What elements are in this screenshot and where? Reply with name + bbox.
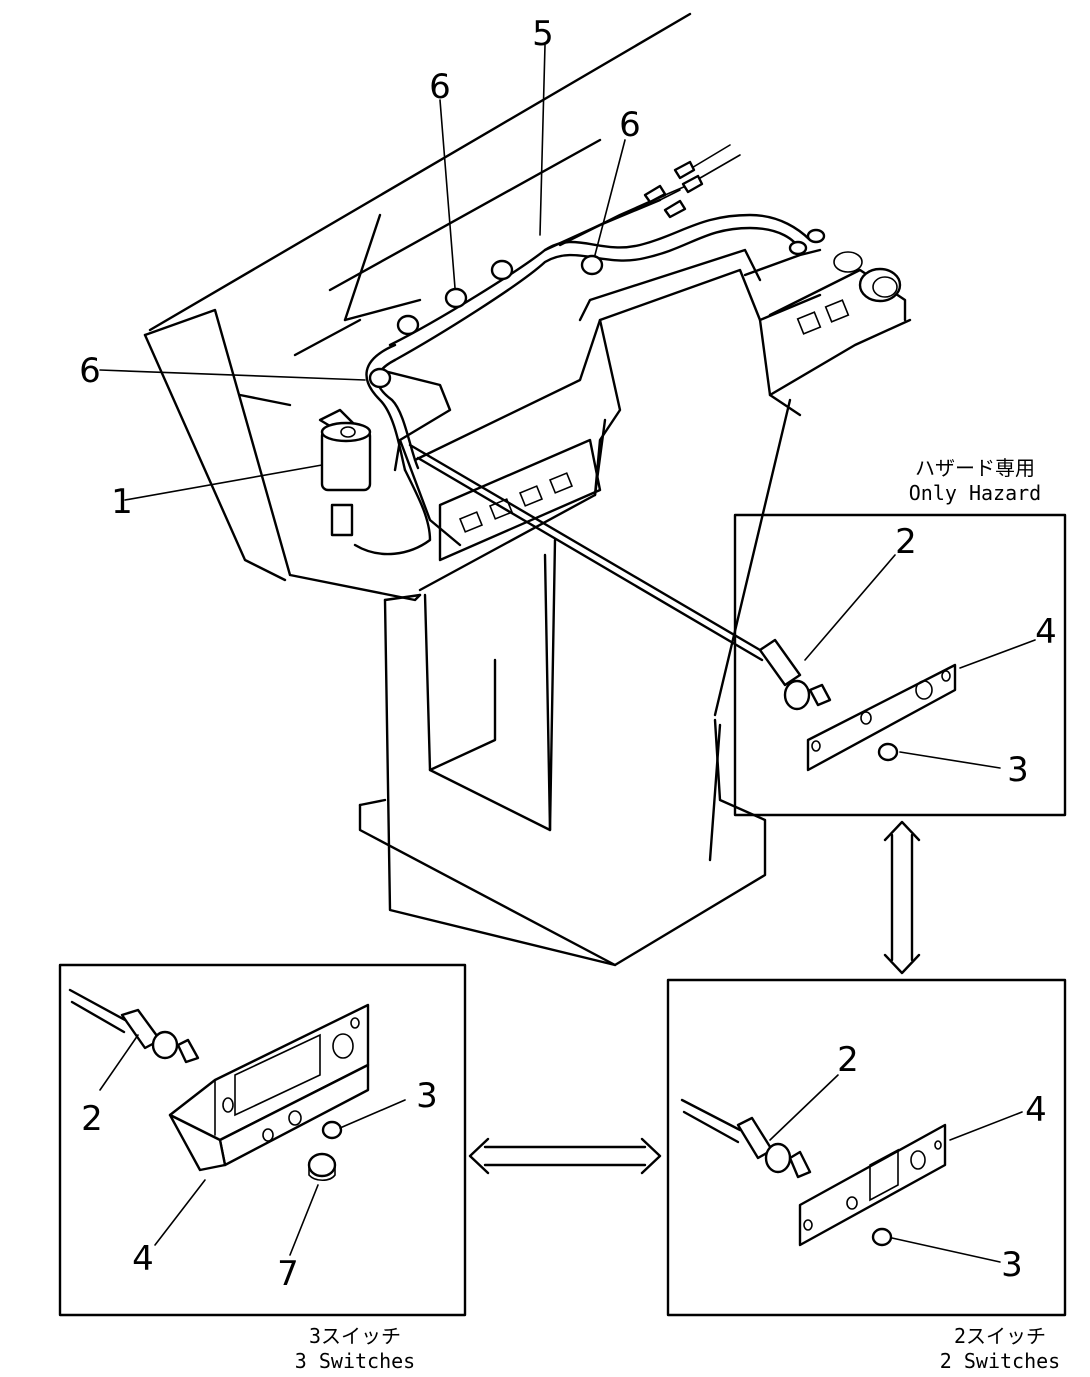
horizontal-double-arrow [468,1137,662,1175]
two-caption-jp: 2スイッチ [954,1324,1046,1348]
callout-4-three: 4 [132,1239,154,1279]
flasher-unit [124,408,372,537]
hazard-caption-en: Only Hazard [909,481,1041,505]
wiring-harness [99,44,826,662]
two-caption-en: 2 Switches [940,1349,1060,1373]
callout-4-hazard: 4 [1035,612,1057,652]
callout-6-top-right: 6 [619,105,641,145]
callout-3-two: 3 [1001,1245,1023,1285]
callout-4-two: 4 [1025,1090,1047,1130]
callout-3-three: 3 [416,1076,438,1116]
callout-5: 5 [532,14,554,54]
vertical-double-arrow [883,820,921,975]
panel-only-hazard [733,513,1067,817]
three-caption-jp: 3スイッチ [309,1324,401,1348]
panel-2-switches [666,978,1067,1317]
callout-2-two: 2 [837,1040,859,1080]
callout-2-hazard: 2 [895,522,917,562]
callout-2-three: 2 [81,1099,103,1139]
callout-6-left: 6 [79,351,101,391]
callout-7-three: 7 [277,1254,299,1294]
hazard-caption-jp: ハザード専用 [915,456,1035,480]
panel-3-switches [58,963,467,1317]
callout-1: 1 [111,482,133,522]
console-assembly [143,12,912,967]
callout-6-top-left: 6 [429,67,451,107]
callout-3-hazard: 3 [1007,750,1029,790]
three-caption-en: 3 Switches [295,1349,415,1373]
